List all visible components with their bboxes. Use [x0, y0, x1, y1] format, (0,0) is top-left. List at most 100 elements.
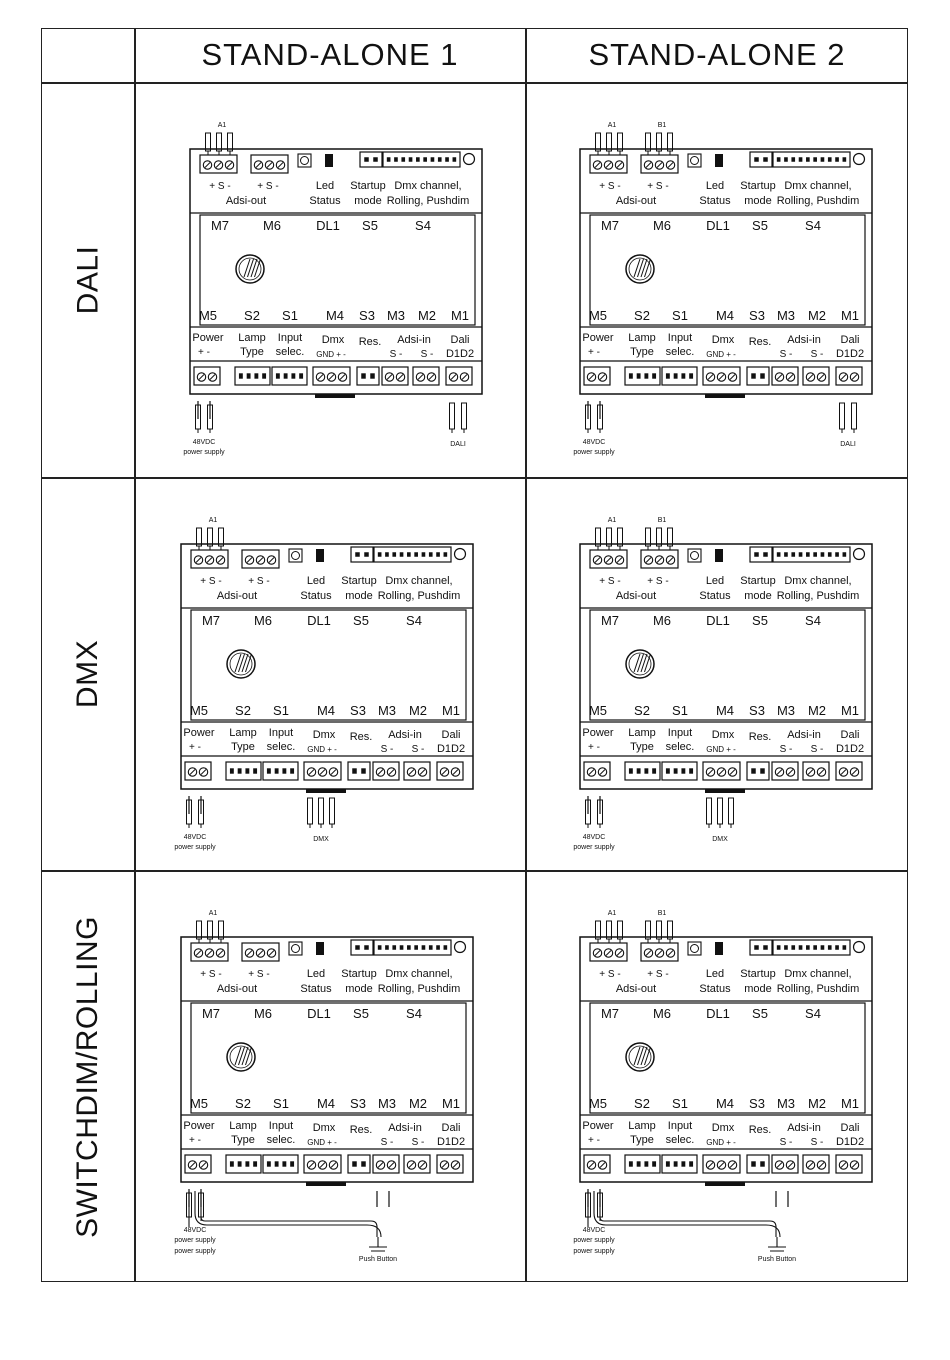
panel-label-bottom: M4 [317, 1096, 335, 1111]
lamp-label: Lamp [238, 332, 266, 344]
grid-line [525, 28, 527, 1282]
screw-icon [774, 372, 785, 382]
screw-icon [198, 767, 209, 777]
pin-icon [754, 552, 759, 557]
lamp-type-switch [624, 761, 661, 781]
reset-switch [746, 1154, 770, 1174]
screw-icon [244, 948, 255, 958]
dmx-terminal [303, 1154, 342, 1174]
panel-label-bottom: M3 [378, 703, 396, 718]
adsi-out-polarity: + S - [257, 181, 278, 192]
led-icon [291, 551, 300, 560]
adsi-out-terminal [190, 942, 229, 962]
screw-slot [388, 1162, 395, 1168]
screw-icon [665, 555, 676, 565]
screw-icon [193, 948, 204, 958]
row-label-dmx: DMX [41, 478, 135, 870]
dali-terminal [436, 1154, 464, 1174]
power-supply-label: 48VDC [184, 1227, 207, 1234]
rotary-dial-ring [628, 1045, 652, 1069]
panel-label-bottom: S1 [672, 1096, 688, 1111]
pin-icon [791, 552, 796, 557]
power-polarity: + - [189, 742, 201, 753]
res-label: Res. [749, 731, 772, 743]
din-clip [306, 1182, 346, 1186]
power-supply-label: power supply [174, 844, 216, 851]
layout-grid [41, 28, 908, 1282]
rotary-dial-icon [625, 1042, 655, 1072]
led-icon [690, 944, 699, 953]
rotary-dial-groove [644, 1046, 651, 1066]
led-status-icon [687, 153, 702, 168]
panel-label-top: S5 [752, 218, 768, 233]
screw-slot [206, 557, 213, 563]
adsi-in-terminal [372, 761, 400, 781]
panel-label-top: S5 [362, 218, 378, 233]
power-polarity: + - [588, 347, 600, 358]
panel-label-bottom: M3 [777, 1096, 795, 1111]
adsi-in-polarity: S - [381, 744, 394, 755]
screw-icon [266, 948, 277, 958]
panel-label-bottom: M2 [808, 1096, 826, 1111]
pin-icon [407, 945, 411, 950]
screw-icon [838, 1160, 849, 1170]
module-front-panel [589, 214, 866, 326]
rotary-dial-icon [226, 649, 256, 679]
screw-icon [450, 1160, 461, 1170]
power-terminal [184, 1154, 212, 1174]
screw-slot [461, 374, 468, 380]
screw-icon [727, 767, 738, 777]
adsi-out-polarity: + S - [647, 576, 668, 587]
adsi-out-terminal [589, 549, 628, 569]
pin-icon [414, 945, 418, 950]
din-clip [705, 1182, 745, 1186]
panel-label-bottom: S1 [282, 308, 298, 323]
adsi-in-polarity: S - [780, 744, 793, 755]
startup-label: Startup [740, 180, 775, 192]
screw-icon [255, 948, 266, 958]
rotary-dial-groove [241, 653, 249, 673]
selec-label: selec. [666, 741, 695, 753]
panel-label-top: DL1 [316, 218, 340, 233]
screw-slot [268, 950, 275, 956]
panel-label-top: M6 [653, 1006, 671, 1021]
connector-label-b1: B1 [658, 517, 667, 524]
screw-icon [187, 1160, 198, 1170]
adsi-out-polarity: + S - [647, 181, 668, 192]
d1d2-label: D1D2 [446, 348, 474, 360]
screw-slot [776, 1162, 783, 1168]
pin-icon [290, 768, 295, 774]
screw-icon [215, 555, 226, 565]
power-label: Power [582, 727, 614, 739]
pin-icon [443, 945, 448, 950]
lamp-label: Lamp [229, 1120, 257, 1132]
screw-slot [594, 557, 601, 563]
rotary-dial-icon [235, 254, 265, 284]
pin-icon [237, 1161, 242, 1167]
screw-slot [807, 374, 814, 380]
adsi-in-terminal [802, 761, 830, 781]
panel-label-top: DL1 [706, 613, 730, 628]
startup-label: Startup [740, 968, 775, 980]
column-title-stand-alone-2: STAND-ALONE 2 [588, 37, 846, 72]
rotary-dial-groove [241, 1046, 249, 1066]
led-status-icon [687, 941, 702, 956]
reset-switch [356, 366, 380, 386]
screw-icon [705, 767, 716, 777]
pin-icon [835, 157, 839, 162]
screw-icon [805, 767, 816, 777]
lamp-type-switch [624, 366, 661, 386]
input-select-switch [661, 366, 698, 386]
pin-icon [806, 945, 810, 950]
startup-mode-switch [749, 939, 773, 956]
dmx-terminal [702, 366, 741, 386]
screw-icon [328, 767, 339, 777]
panel-label-bottom: M5 [199, 308, 217, 323]
pin-icon [754, 945, 759, 950]
panel-label-bottom: S2 [634, 308, 650, 323]
screw-icon [785, 372, 796, 382]
screw-icon [317, 1160, 328, 1170]
screw-slot [204, 162, 211, 168]
